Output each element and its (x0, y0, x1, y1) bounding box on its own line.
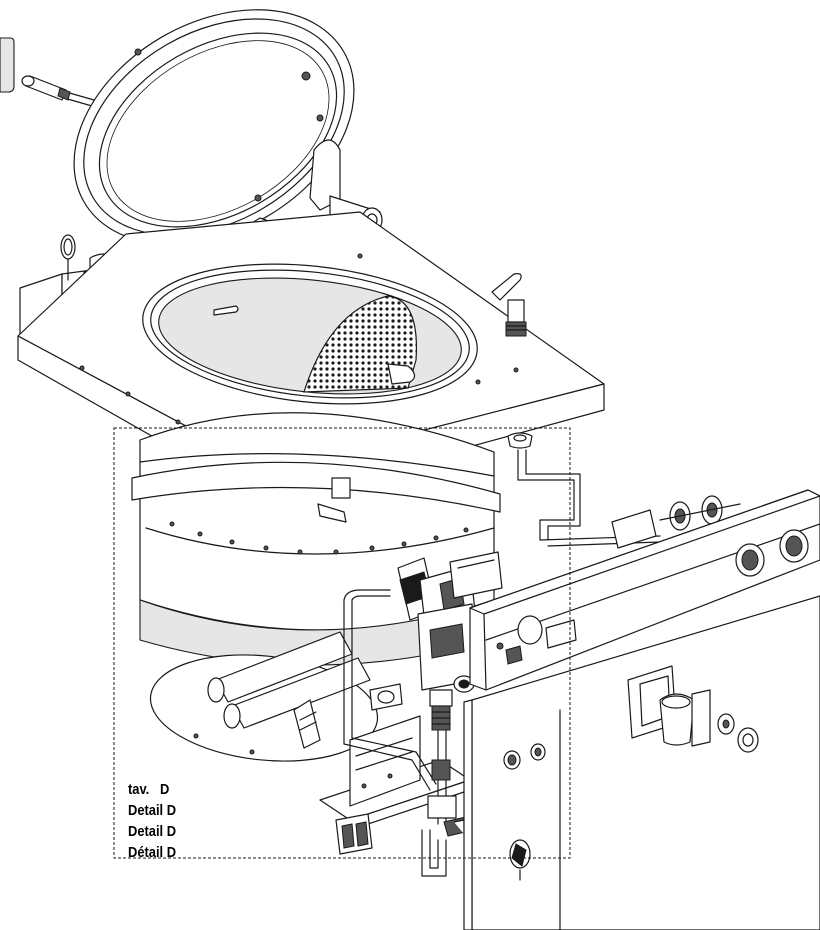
pan-body (131, 412, 501, 666)
lid (73, 9, 355, 245)
corner-tab (0, 37, 15, 93)
lid-handle (21, 75, 109, 111)
front-door (463, 595, 820, 930)
detail-caption-german: Detail D (128, 823, 177, 840)
perforated-basket (303, 295, 418, 393)
detail-caption-italian: tav. D (128, 781, 170, 798)
detail-d-frame (113, 427, 571, 859)
control-rail (469, 489, 820, 691)
detail-caption-english: Detail D (128, 802, 177, 819)
burner-plate (149, 631, 403, 762)
water-tap (491, 273, 527, 337)
detail-d-caption: tav. D Detail D Detail D Détail D (128, 779, 176, 863)
detail-caption-french: Détail D (128, 844, 177, 861)
